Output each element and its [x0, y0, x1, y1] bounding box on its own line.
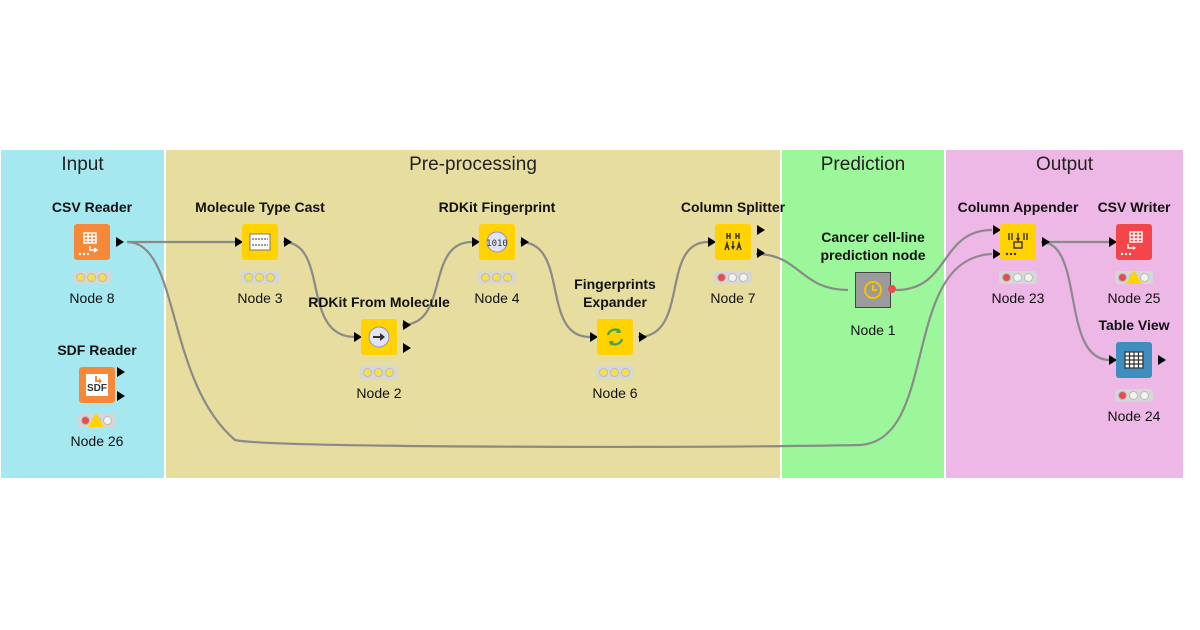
node-label[interactable]: Node 7 — [710, 290, 756, 306]
type-cast-icon — [242, 224, 278, 260]
traffic-light — [1115, 389, 1153, 402]
node-title[interactable]: CSV Writer — [1097, 199, 1171, 215]
node-title[interactable]: Column Appender — [957, 199, 1079, 215]
output-port[interactable] — [1042, 237, 1050, 247]
output-port[interactable] — [521, 237, 529, 247]
output-port[interactable] — [639, 332, 647, 342]
connection-node4-node6 — [519, 240, 591, 339]
traffic-light — [360, 366, 398, 379]
rdkit-from-molecule-icon — [361, 319, 397, 355]
traffic-light — [241, 271, 279, 284]
node-rdkit-fingerprint[interactable]: RDKit Fingerprint 1010 Node 4 — [437, 198, 557, 318]
connection-node3-node2 — [282, 240, 356, 339]
table-reader-icon — [74, 224, 110, 260]
output-port[interactable] — [757, 248, 765, 258]
node-cancer-prediction[interactable]: Cancer cell-line prediction node Node 1 — [813, 228, 933, 348]
table-view-icon — [1116, 342, 1152, 378]
input-port[interactable] — [472, 237, 480, 247]
connection-node1-node23 — [895, 228, 993, 292]
input-port[interactable] — [993, 225, 1001, 235]
node-title-line: Expander — [583, 294, 647, 310]
node-sdf-reader[interactable]: SDF Reader SDF Node 26 — [37, 341, 157, 461]
node-title[interactable]: Column Splitter — [680, 199, 786, 215]
node-column-splitter[interactable]: Column Splitter Node 7 — [673, 198, 793, 318]
input-port[interactable] — [1109, 355, 1117, 365]
node-title[interactable]: RDKit From Molecule — [308, 294, 450, 310]
node-title[interactable]: Cancer cell-line prediction node — [783, 228, 963, 264]
node-fingerprints-expander[interactable]: Fingerprints Expander Node 6 — [555, 275, 675, 401]
node-label[interactable]: Node 6 — [592, 385, 638, 401]
column-splitter-icon — [715, 224, 751, 260]
output-port[interactable] — [403, 320, 411, 330]
output-port[interactable] — [757, 225, 765, 235]
node-molecule-type-cast[interactable]: Molecule Type Cast Node 3 — [195, 198, 325, 318]
output-port[interactable] — [116, 237, 124, 247]
column-appender-icon — [1000, 224, 1036, 260]
node-title[interactable]: Molecule Type Cast — [195, 199, 325, 215]
node-label[interactable]: Node 1 — [850, 322, 896, 338]
node-label[interactable]: Node 8 — [69, 290, 115, 306]
node-table-view[interactable]: Table View Node 24 — [1074, 316, 1194, 436]
traffic-light — [596, 366, 634, 379]
input-port[interactable] — [235, 237, 243, 247]
sdf-icon: SDF — [79, 367, 115, 403]
node-label[interactable]: Node 3 — [237, 290, 283, 306]
annotation-title: Input — [61, 154, 104, 175]
clock-icon — [855, 272, 891, 308]
annotation-title: Output — [1035, 154, 1094, 175]
output-port[interactable] — [117, 391, 125, 401]
node-rdkit-from-molecule[interactable]: RDKit From Molecule Node 2 — [308, 293, 450, 413]
node-title[interactable]: Fingerprints Expander — [525, 275, 705, 311]
node-title-line: Cancer cell-line — [821, 229, 925, 245]
node-title[interactable]: SDF Reader — [57, 342, 137, 358]
connection-node6-node7 — [637, 240, 709, 339]
warning-icon — [1126, 270, 1142, 284]
connection-node2-node4 — [401, 240, 473, 327]
traffic-light — [999, 271, 1037, 284]
output-port[interactable] — [284, 237, 292, 247]
node-title[interactable]: CSV Reader — [51, 199, 133, 215]
annotation-output: Output — [946, 150, 1183, 478]
connection-node8-node23 — [126, 240, 993, 448]
node-title[interactable]: Table View — [1098, 317, 1170, 333]
node-csv-writer[interactable]: CSV Writer Node 25 — [1074, 198, 1194, 318]
node-label[interactable]: Node 24 — [1107, 408, 1161, 424]
expander-icon — [597, 319, 633, 355]
output-port[interactable] — [888, 285, 896, 293]
annotation-title: Pre-processing — [409, 154, 537, 175]
node-column-appender[interactable]: Column Appender Node 23 — [958, 198, 1079, 318]
node-label[interactable]: Node 26 — [70, 433, 124, 449]
traffic-light — [714, 271, 752, 284]
node-csv-reader[interactable]: CSV Reader Node 8 — [32, 198, 152, 318]
input-port[interactable] — [590, 332, 598, 342]
input-port[interactable] — [1109, 237, 1117, 247]
node-title-line: prediction node — [820, 247, 926, 263]
output-port[interactable] — [117, 367, 125, 377]
output-port[interactable] — [403, 343, 411, 353]
connection-node23-node24 — [1040, 240, 1111, 362]
node-title[interactable]: RDKit Fingerprint — [438, 199, 556, 215]
output-port[interactable] — [1158, 355, 1166, 365]
traffic-light — [478, 271, 516, 284]
fingerprint-icon: 1010 — [479, 224, 515, 260]
warning-icon — [88, 413, 104, 427]
annotation-title: Prediction — [820, 154, 906, 175]
input-port[interactable] — [354, 332, 362, 342]
sdf-icon-text: SDF — [87, 383, 107, 394]
input-port[interactable] — [708, 237, 716, 247]
node-label[interactable]: Node 23 — [991, 290, 1045, 306]
node-label[interactable]: Node 4 — [474, 290, 520, 306]
table-writer-icon — [1116, 224, 1152, 260]
node-label[interactable]: Node 2 — [356, 385, 402, 401]
annotation-preprocessing: Pre-processing — [166, 150, 780, 478]
input-port[interactable] — [993, 249, 1001, 259]
connection-node7-node1 — [755, 252, 849, 292]
annotation-prediction: Prediction — [782, 150, 944, 478]
node-title-line: Fingerprints — [574, 276, 656, 292]
traffic-light — [73, 271, 111, 284]
node-label[interactable]: Node 25 — [1107, 290, 1161, 306]
svg-text:1010: 1010 — [486, 239, 508, 249]
